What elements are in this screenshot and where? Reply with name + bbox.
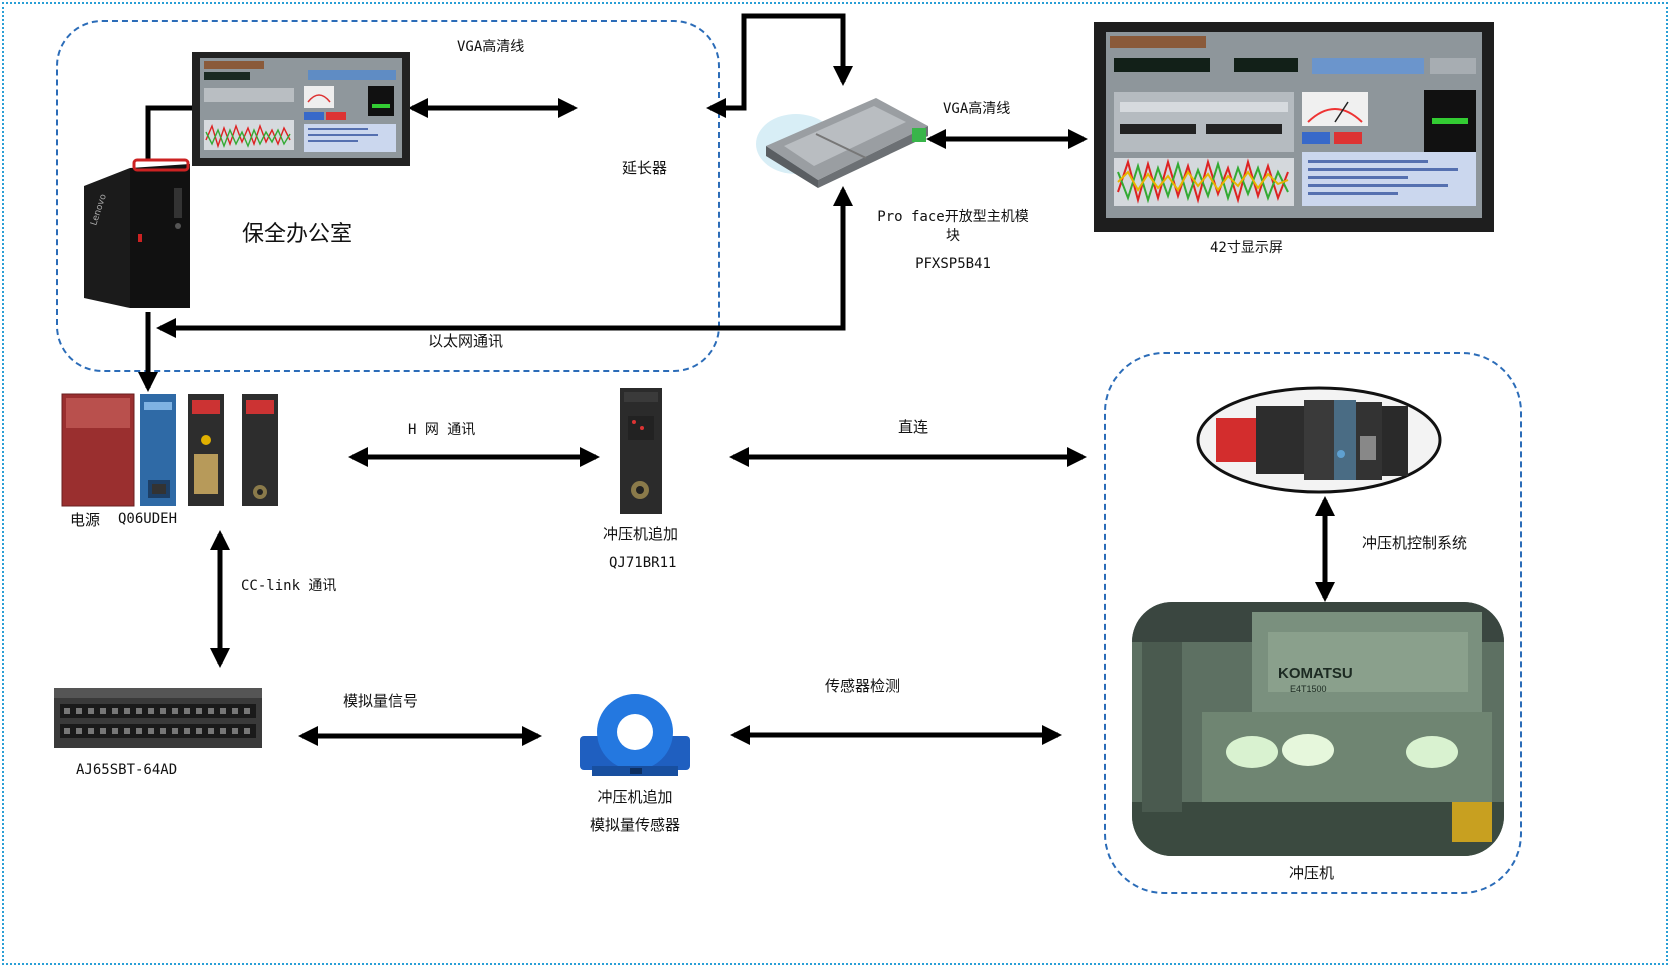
current-sensor-image	[580, 694, 690, 776]
press-machine-image: KOMATSU E4T1500	[1132, 602, 1504, 856]
cpu-label: Q06UDEH	[118, 511, 178, 527]
pc-monitor-line	[145, 105, 196, 160]
power-label: 电源	[70, 511, 101, 529]
h-network-label: H 网 通讯	[408, 422, 476, 438]
proface-label-line2: 块	[946, 228, 960, 244]
press-control-plc-image	[1196, 386, 1442, 494]
qj71br11-module-image	[620, 388, 662, 514]
office-monitor-image	[192, 52, 410, 166]
extender-label: 延长器	[622, 159, 668, 177]
display-42-image	[1094, 22, 1494, 232]
extender-proface-line	[706, 13, 853, 118]
sensor-detect-label: 传感器检测	[825, 677, 901, 695]
sensor-label-line2: 模拟量传感器	[589, 816, 680, 834]
plc-rack-image	[61, 393, 278, 507]
proface-label-line1: Pro face开放型主机模	[877, 209, 1029, 225]
sensor-label-line1: 冲压机追加	[597, 788, 673, 806]
press-control-label: 冲压机控制系统	[1362, 534, 1468, 552]
proface-module-image	[756, 98, 928, 188]
press-zone	[1104, 352, 1522, 894]
aj65-label: AJ65SBT-64AD	[76, 762, 178, 778]
press-label: 冲压机	[1289, 864, 1335, 882]
vga-label-right: VGA高清线	[943, 101, 1011, 117]
analog-signal-label: 模拟量信号	[343, 692, 419, 710]
display-42-label: 42寸显示屏	[1210, 240, 1283, 256]
komatsu-text: KOMATSU	[1278, 665, 1353, 682]
qj71br11-label: QJ71BR11	[609, 555, 677, 571]
cclink-label: CC-link 通讯	[241, 578, 337, 594]
press-add-label: 冲压机追加	[603, 525, 679, 543]
direct-label: 直连	[898, 418, 929, 436]
vga-label-top: VGA高清线	[457, 39, 525, 55]
ethernet-label: 以太网通讯	[428, 332, 504, 350]
security-office-label: 保全办公室	[242, 222, 353, 247]
proface-model-label: PFXSP5B41	[915, 256, 991, 272]
ethernet-line	[156, 186, 853, 338]
press-model-text: E4T1500	[1290, 684, 1327, 694]
pc-tower-image: Lenovo	[84, 158, 190, 308]
aj65-module-image	[54, 688, 262, 748]
